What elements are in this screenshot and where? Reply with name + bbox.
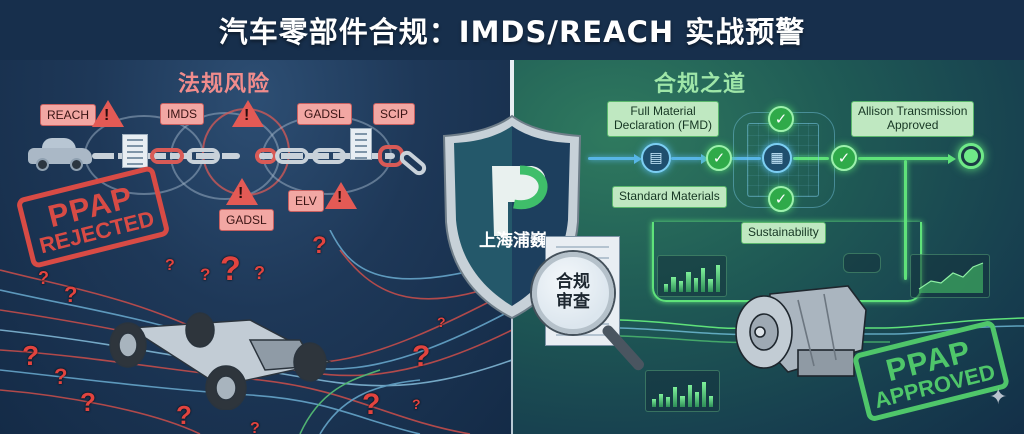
question-mark: ?	[412, 396, 421, 412]
flow-vertical-line	[904, 160, 907, 280]
question-mark: ?	[254, 263, 265, 283]
page-title: 汽车零部件合规：IMDS/REACH 实战预警	[218, 15, 806, 49]
question-mark: ?	[80, 387, 96, 417]
warning-icon: !	[92, 100, 124, 127]
question-mark: ?	[200, 265, 211, 284]
transmission-icon	[735, 285, 867, 377]
area-chart-widget	[910, 254, 990, 298]
document-icon	[350, 128, 372, 160]
title-bar: 汽车零部件合规：IMDS/REACH 实战预警	[0, 0, 1024, 60]
panel-divider	[510, 60, 514, 140]
chain	[92, 153, 240, 159]
flow-line	[793, 157, 829, 160]
arrow-icon	[701, 154, 709, 164]
bar-chart-widget	[657, 255, 727, 297]
dashboard-node-icon: ▦	[762, 143, 792, 173]
car-icon	[28, 138, 92, 171]
check-icon: ✓	[768, 106, 794, 132]
document-node-icon: ▤	[641, 143, 671, 173]
tag-gadsl-2: GADSL	[219, 209, 274, 231]
gauge-widget	[843, 253, 881, 273]
document-icon	[122, 134, 148, 168]
flow-line	[731, 157, 761, 160]
magnifier-icon: 合规 审查	[532, 252, 614, 334]
endpoint-node-icon	[958, 143, 984, 169]
tag-gadsl: GADSL	[297, 103, 352, 125]
chain	[255, 153, 395, 159]
check-icon: ✓	[768, 186, 794, 212]
risk-section-title: 法规风险	[178, 72, 271, 97]
tag-elv: ELV	[288, 190, 324, 212]
question-mark: ?	[64, 282, 78, 307]
flow-line	[671, 157, 703, 160]
company-name: 上海浦巍	[479, 231, 547, 251]
question-mark: ?	[22, 340, 40, 371]
question-mark: ?	[250, 420, 260, 434]
tag-full-material-declaration: Full Material Declaration (FMD)	[607, 101, 720, 137]
tag-sustainability: Sustainability	[741, 222, 826, 244]
chain-link	[312, 148, 346, 164]
question-mark: ?	[220, 250, 241, 288]
question-mark: ?	[437, 314, 446, 330]
bar-chart-widget	[645, 370, 720, 412]
chain-link	[186, 148, 220, 164]
panel-divider	[511, 300, 513, 434]
question-mark: ?	[38, 268, 49, 288]
question-mark: ?	[362, 388, 381, 421]
chain-link	[397, 147, 429, 179]
arrow-icon	[948, 154, 956, 164]
compliance-section-title: 合规之道	[654, 72, 747, 97]
tag-scip: SCIP	[373, 103, 416, 125]
arrow-icon	[634, 154, 642, 164]
chain-link-broken	[378, 145, 404, 167]
question-mark: ?	[176, 400, 192, 430]
question-mark: ?	[54, 364, 68, 389]
warning-icon: !	[325, 182, 357, 209]
flow-line	[588, 157, 636, 160]
tag-imds: IMDS	[160, 103, 204, 125]
question-mark: ?	[412, 340, 431, 373]
question-mark: ?	[312, 232, 327, 259]
chain-link-broken	[255, 148, 277, 164]
sparkle-watermark-icon: ✦	[989, 385, 1008, 410]
warning-icon: !	[232, 100, 264, 127]
company-shield-logo	[442, 114, 582, 320]
tag-reach: REACH	[40, 104, 97, 126]
warning-icon: !	[226, 178, 258, 205]
check-icon: ✓	[831, 145, 857, 171]
tag-standard-materials: Standard Materials	[612, 186, 727, 208]
risk-panel: 法规风险 REACH IMDS GADSL SCIP ELV GADSL ! !…	[0, 60, 512, 434]
tag-allison-approved: Allison Transmission Approved	[851, 101, 975, 137]
question-mark: ?	[165, 257, 175, 274]
chain-link	[275, 148, 309, 164]
chain-link-broken	[150, 148, 184, 164]
car-chassis-icon	[109, 312, 333, 410]
flow-line	[858, 157, 950, 160]
check-icon: ✓	[706, 145, 732, 171]
